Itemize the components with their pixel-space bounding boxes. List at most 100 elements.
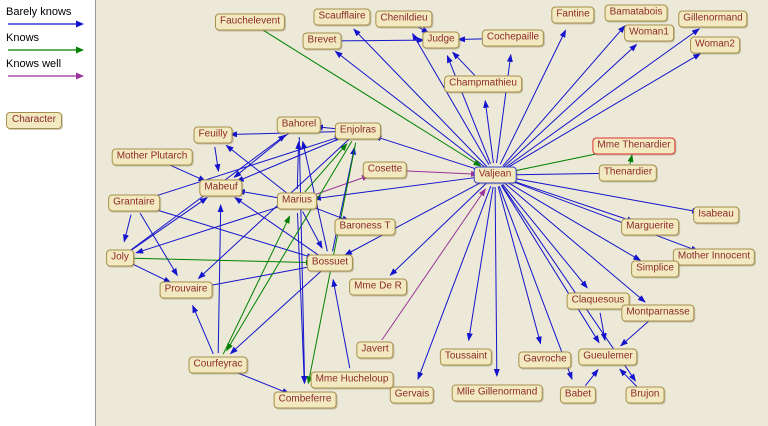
node-gueulemer[interactable]: Gueulemer xyxy=(578,348,638,366)
edge-marius-bossuet xyxy=(302,211,323,249)
edge-babet-gueulemer xyxy=(585,368,599,386)
edge-grantaire-enjolras xyxy=(145,135,343,200)
legend-arrow-knows-well-icon xyxy=(8,72,84,80)
node-babet[interactable]: Babet xyxy=(559,386,597,404)
edge-feuilly-mabeuf xyxy=(214,146,221,173)
edge-valjean-brevet xyxy=(334,50,486,169)
edge-fauchelevent-valjean xyxy=(259,27,482,167)
edge-bossuet-enjolras xyxy=(332,146,356,252)
node-bahorel[interactable]: Bahorel xyxy=(276,116,322,134)
edge-valjean-simplice xyxy=(505,180,642,261)
edge-montparnasse-gueulemer xyxy=(620,320,650,347)
node-mlle_gillenormand[interactable]: Mlle Gillenormand xyxy=(451,384,543,402)
node-cochepaille[interactable]: Cochepaille xyxy=(481,29,545,47)
node-mother_innocent[interactable]: Mother Innocent xyxy=(672,248,756,266)
node-woman1[interactable]: Woman1 xyxy=(624,24,674,42)
edge-thenardier-mme_thenardier xyxy=(627,154,634,165)
node-marguerite[interactable]: Marguerite xyxy=(621,218,679,236)
edge-bossuet-courfeyrac xyxy=(229,270,322,355)
edge-mme_hucheloup-bossuet xyxy=(331,278,351,369)
node-toussaint[interactable]: Toussaint xyxy=(439,348,493,366)
node-woman2[interactable]: Woman2 xyxy=(690,36,740,54)
node-combeferre[interactable]: Combeferre xyxy=(273,391,337,409)
node-brevet[interactable]: Brevet xyxy=(302,32,342,50)
node-feuilly[interactable]: Feuilly xyxy=(193,126,233,144)
character-sample-node[interactable]: Character xyxy=(6,112,62,129)
node-marius[interactable]: Marius xyxy=(276,192,318,210)
node-scaufflaire[interactable]: Scaufflaire xyxy=(313,8,371,26)
edge-valjean-thenardier xyxy=(506,170,613,177)
legend-label-barely-knows: Barely knows xyxy=(6,6,72,18)
edge-bahorel-mabeuf xyxy=(233,132,290,178)
node-fantine[interactable]: Fantine xyxy=(551,6,595,24)
edge-brevet-judge xyxy=(333,37,426,44)
node-joly[interactable]: Joly xyxy=(106,249,134,267)
node-courfeyrac[interactable]: Courfeyrac xyxy=(188,356,248,374)
edge-valjean-toussaint xyxy=(466,186,494,342)
edge-joly-prouvaire xyxy=(130,262,172,284)
edge-valjean-cochepaille xyxy=(496,53,513,164)
edge-grantaire-joly xyxy=(123,214,132,243)
edge-enjolras-courfeyrac xyxy=(226,141,353,352)
edge-courfeyrac-prouvaire xyxy=(192,304,214,355)
node-montparnasse[interactable]: Montparnasse xyxy=(621,304,695,322)
edge-enjolras-mabeuf xyxy=(235,135,348,182)
edge-marius-joly xyxy=(135,204,286,254)
edge-valjean-marius xyxy=(312,176,484,201)
node-fauchelevent[interactable]: Fauchelevent xyxy=(214,13,286,31)
node-bossuet[interactable]: Bossuet xyxy=(306,254,354,272)
node-isabeau[interactable]: Isabeau xyxy=(693,206,739,224)
node-gavroche[interactable]: Gavroche xyxy=(518,351,572,369)
edge-marius-combeferre xyxy=(296,212,308,385)
node-mme_hucheloup[interactable]: Mme Hucheloup xyxy=(310,371,394,389)
node-bamatabois[interactable]: Bamatabois xyxy=(604,4,668,22)
node-grantaire[interactable]: Grantaire xyxy=(108,194,160,212)
node-simplice[interactable]: Simplice xyxy=(631,260,679,278)
edge-valjean-claquesous xyxy=(502,183,588,289)
node-champmathieu[interactable]: Champmathieu xyxy=(444,75,522,93)
edge-valjean-mlle_gillenormand xyxy=(493,186,500,378)
node-judge[interactable]: Judge xyxy=(422,31,460,49)
legend-panel: Barely knows Knows Knows well Character xyxy=(0,0,96,426)
node-mother_plutarch[interactable]: Mother Plutarch xyxy=(111,148,193,166)
legend-label-knows: Knows xyxy=(6,32,40,44)
edge-grantaire-prouvaire xyxy=(139,213,178,277)
node-brujon[interactable]: Brujon xyxy=(625,386,665,404)
node-enjolras[interactable]: Enjolras xyxy=(334,122,382,140)
edge-courfeyrac-mabeuf xyxy=(217,203,224,354)
edge-bossuet-prouvaire xyxy=(201,264,319,289)
node-gillenormand[interactable]: Gillenormand xyxy=(678,10,748,28)
edge-champmathieu-judge xyxy=(452,51,476,76)
edge-cosette-valjean xyxy=(396,170,480,177)
node-baroness_t[interactable]: Baroness T xyxy=(334,218,396,236)
node-mme_thenardier[interactable]: Mme Thenardier xyxy=(592,137,676,155)
node-gervais[interactable]: Gervais xyxy=(389,386,435,404)
edge-marius-cosette xyxy=(308,175,370,198)
node-chenildieu[interactable]: Chenildieu xyxy=(375,10,433,28)
edge-valjean-isabeau xyxy=(506,176,701,214)
node-mme_de_r[interactable]: Mme De R xyxy=(349,278,407,296)
edge-valjean-montparnasse xyxy=(503,182,646,303)
edge-valjean-mme_de_r xyxy=(389,182,487,276)
edge-claquesous-gueulemer xyxy=(599,312,607,342)
legend-arrow-barely-knows-icon xyxy=(8,20,84,28)
node-valjean[interactable]: Valjean xyxy=(473,166,517,184)
edge-valjean-gavroche xyxy=(497,186,542,345)
node-prouvaire[interactable]: Prouvaire xyxy=(159,281,213,299)
edge-valjean-judge xyxy=(446,54,492,165)
edge-valjean-gueulemer xyxy=(500,184,600,344)
edge-marius-bahorel xyxy=(295,140,302,190)
edge-valjean-fantine xyxy=(499,29,566,165)
node-javert[interactable]: Javert xyxy=(356,341,394,359)
node-cosette[interactable]: Cosette xyxy=(362,161,408,179)
node-mabeuf[interactable]: Mabeuf xyxy=(199,179,243,197)
node-claquesous[interactable]: Claquesous xyxy=(566,292,630,310)
edge-javert-valjean xyxy=(381,188,486,341)
edge-bahorel-combeferre xyxy=(298,136,308,385)
node-thenardier[interactable]: Thenardier xyxy=(598,164,658,182)
